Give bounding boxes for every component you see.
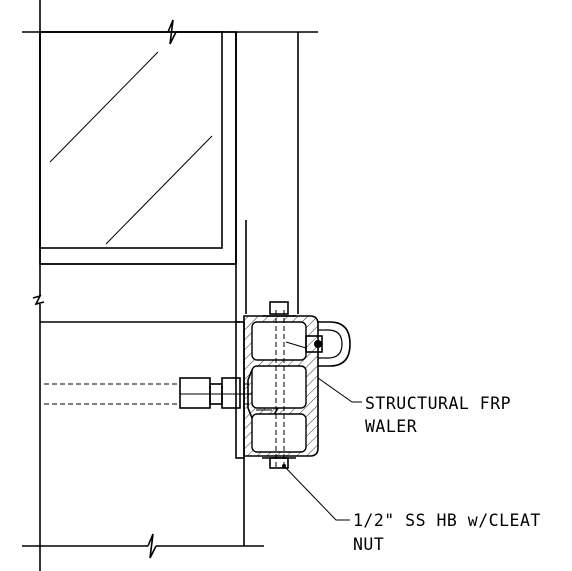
- cleat-eye: [305, 321, 351, 367]
- bottom-break-line: [22, 533, 264, 559]
- concrete-wall: [32, 0, 240, 571]
- waler-leader: [317, 377, 362, 403]
- vertical-post: [235, 32, 299, 322]
- bolt-callout-line1: 1/2" SS HB w/CLEAT: [353, 511, 541, 530]
- bolt-callout-line2: NUT: [353, 535, 384, 554]
- bolt-leader: [282, 464, 350, 521]
- frp-waler: [243, 315, 319, 457]
- bearing-plate: [235, 321, 245, 546]
- waler-callout-line1: STRUCTURAL FRP: [365, 394, 511, 413]
- through-bolt: [262, 301, 307, 470]
- waler-callout-line2: WALER: [365, 417, 417, 436]
- glazing-panel: [39, 31, 237, 265]
